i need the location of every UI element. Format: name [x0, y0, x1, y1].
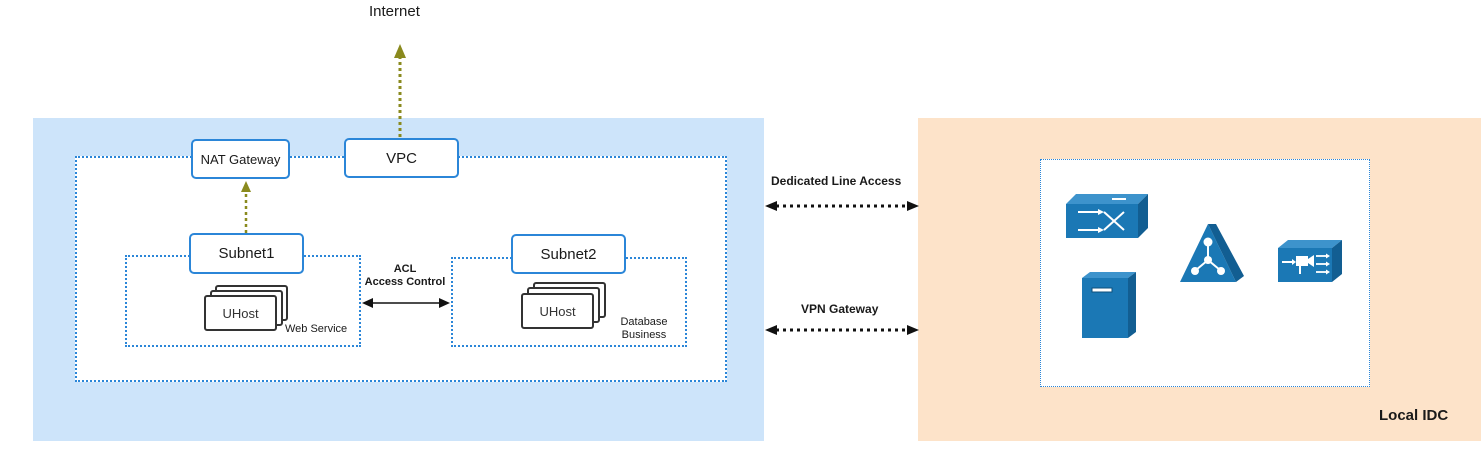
vpn-gateway-label: VPN Gateway — [801, 302, 879, 316]
vpn-arrowhead-left — [765, 325, 777, 335]
local-idc-label: Local IDC — [1379, 407, 1449, 424]
web-service-label: Web Service — [285, 323, 348, 335]
database-business-label: Database Business — [612, 316, 676, 342]
business-label: Business — [621, 329, 667, 341]
vpc-node[interactable]: VPC — [344, 138, 459, 178]
internet-arrowhead — [394, 44, 406, 58]
dedicated-arrowhead-right — [907, 201, 919, 211]
router-icon — [1180, 224, 1244, 282]
dedicated-arrowhead-left — [765, 201, 777, 211]
subnet2-node[interactable]: Subnet2 — [511, 234, 626, 274]
internet-label: Internet — [369, 3, 420, 20]
acl-label: ACL Access Control — [360, 263, 450, 289]
acl-title: ACL — [393, 263, 417, 275]
video-gateway-icon — [1278, 240, 1342, 282]
uhost2-node[interactable]: UHost — [521, 293, 594, 329]
dedicated-line-label: Dedicated Line Access — [771, 174, 902, 188]
acl-arrowhead-left — [362, 298, 373, 308]
vpn-arrowhead-right — [907, 325, 919, 335]
switch-icon — [1066, 194, 1148, 238]
server-icon — [1082, 272, 1136, 338]
acl-arrowhead-right — [439, 298, 450, 308]
nat-gateway-node[interactable]: NAT Gateway — [191, 139, 290, 179]
subnet1-node[interactable]: Subnet1 — [189, 233, 304, 274]
acl-subtitle: Access Control — [364, 276, 446, 288]
database-label: Database — [620, 316, 668, 328]
nat-arrowhead — [241, 181, 251, 192]
uhost1-node[interactable]: UHost — [204, 295, 277, 331]
